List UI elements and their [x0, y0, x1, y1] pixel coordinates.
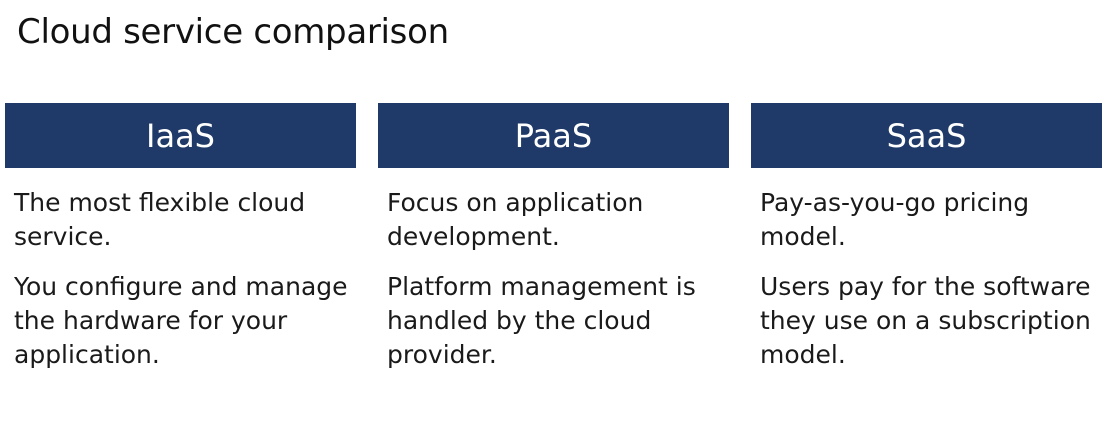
column-paas: PaaS Focus on application development. P… [378, 103, 729, 388]
column-header-iaas: IaaS [5, 103, 356, 168]
column-iaas: IaaS The most flexible cloud service. Yo… [5, 103, 356, 388]
paas-description-2: Platform management is handled by the cl… [387, 272, 696, 369]
column-body-saas: Pay-as-you-go pricing model. Users pay f… [751, 168, 1102, 372]
column-header-saas: SaaS [751, 103, 1102, 168]
column-header-paas: PaaS [378, 103, 729, 168]
saas-description-2: Users pay for the software they use on a… [760, 272, 1091, 369]
iaas-description-1: The most flexible cloud service. [14, 188, 306, 251]
paas-description-1: Focus on application development. [387, 188, 644, 251]
page-title: Cloud service comparison [17, 12, 449, 52]
column-body-iaas: The most flexible cloud service. You con… [5, 168, 356, 372]
column-saas: SaaS Pay-as-you-go pricing model. Users … [751, 103, 1102, 388]
iaas-description-2: You configure and manage the hardware fo… [14, 272, 348, 369]
saas-description-1: Pay-as-you-go pricing model. [760, 188, 1030, 251]
comparison-columns: IaaS The most flexible cloud service. Yo… [5, 103, 1102, 388]
column-body-paas: Focus on application development. Platfo… [378, 168, 729, 372]
